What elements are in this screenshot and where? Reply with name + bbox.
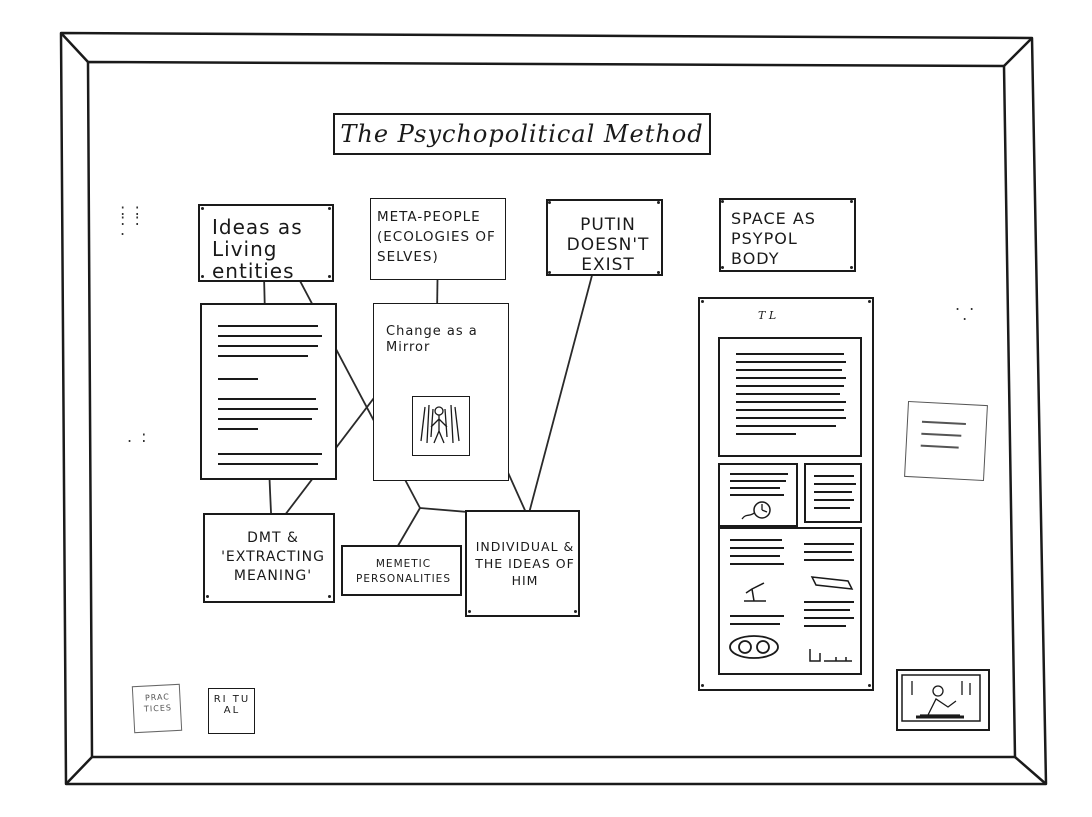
photo-icon[interactable]	[896, 669, 990, 731]
card-memetic[interactable]: Memetic Personalities	[341, 545, 462, 596]
newspaper-article-bottom	[718, 527, 862, 675]
sticky-note[interactable]	[904, 400, 988, 482]
card-putin[interactable]: Putin Doesn't Exist	[546, 199, 663, 276]
card-change-mirror[interactable]: Change as a Mirror	[373, 303, 509, 481]
card-space-body[interactable]: Space as Psypol Body	[719, 198, 856, 272]
board-title: The Psychopolitical Method	[333, 113, 711, 155]
figure-illustration-icon	[412, 396, 470, 456]
bird-icon	[744, 582, 766, 602]
pin-dots: . :	[127, 427, 149, 446]
card-individual[interactable]: Individual & The Ideas of Him	[465, 510, 580, 617]
newspaper-document[interactable]: T L	[698, 297, 874, 691]
newspaper-heading: T L	[758, 309, 777, 322]
card-ritual[interactable]: Ri tu al	[208, 688, 255, 734]
small-sketch-icon	[809, 649, 852, 662]
card-meta-people[interactable]: Meta-People (Ecologies of Selves)	[370, 198, 506, 280]
newspaper-article-chart	[718, 463, 798, 527]
glasses-icon	[729, 635, 779, 659]
card-ideas-living-entities[interactable]: Ideas as Living entities	[198, 204, 334, 282]
pin-dots: : :: :.	[120, 200, 142, 239]
pin-dots: . . .	[955, 295, 977, 324]
card-dmt[interactable]: DMT & 'Extracting Meaning'	[203, 513, 335, 603]
clock-chart-icon	[741, 501, 771, 520]
newspaper-article-side	[804, 463, 862, 523]
card-practices[interactable]: Prac tices	[131, 683, 183, 734]
banner-icon	[810, 576, 854, 590]
newspaper-article-top	[718, 337, 862, 457]
text-document[interactable]	[200, 303, 337, 480]
